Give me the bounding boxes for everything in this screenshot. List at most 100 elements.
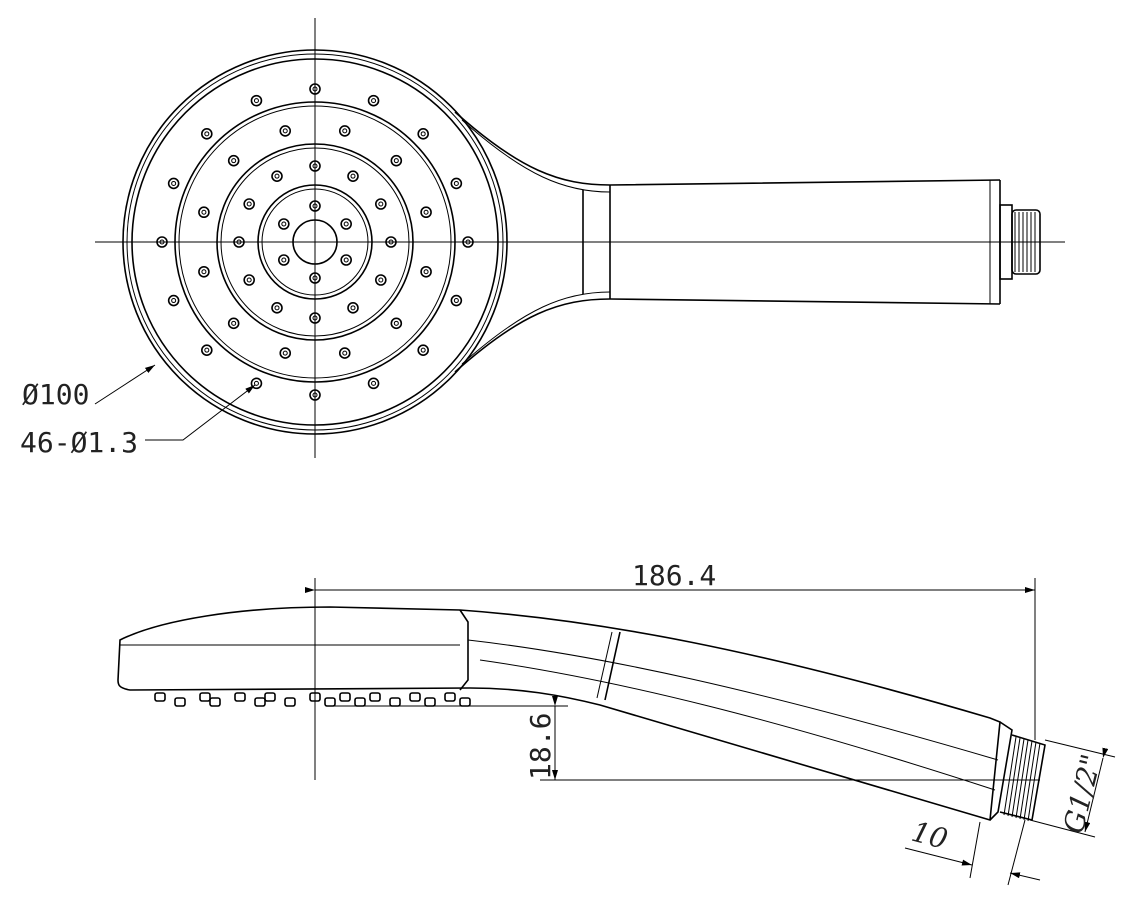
spray-hole-inner: [171, 180, 177, 186]
ext-line-10b: [1007, 819, 1026, 886]
spray-nozzle: [459, 697, 471, 707]
spray-hole-inner: [204, 347, 210, 353]
spray-hole-inner: [312, 392, 318, 398]
spray-hole: [167, 177, 180, 190]
spray-hole: [390, 154, 403, 167]
spray-hole-inner: [378, 201, 384, 207]
handle-side: [117, 606, 1001, 822]
spray-hole-inner: [246, 277, 252, 283]
spray-hole-inner: [423, 269, 429, 275]
holes-leader: [145, 384, 256, 441]
spray-hole-inner: [371, 98, 377, 104]
spray-hole: [198, 265, 210, 278]
thread-connector-side: [989, 721, 1046, 822]
spray-hole-inner: [312, 315, 318, 321]
spray-nozzle: [369, 692, 381, 702]
ext-line-g2: [1029, 819, 1096, 838]
spray-nozzle: [424, 697, 436, 707]
top-view: Ø100 46-Ø1.3: [20, 18, 1065, 459]
thread-line: [1015, 739, 1029, 819]
spray-hole-inner: [312, 163, 318, 169]
spray-hole-inner: [393, 158, 399, 164]
spray-nozzle: [264, 692, 276, 702]
spray-nozzle: [354, 697, 366, 707]
spray-hole-inner: [204, 131, 210, 137]
spray-hole: [347, 302, 359, 314]
spray-hole: [201, 128, 213, 140]
spray-hole: [390, 317, 403, 330]
spray-hole-inner: [201, 209, 207, 215]
spray-hole: [309, 200, 321, 212]
spray-nozzle: [444, 692, 456, 702]
spray-hole-inner: [312, 203, 318, 209]
spray-hole: [198, 206, 210, 219]
thread-line: [1007, 737, 1021, 817]
spray-hole: [279, 125, 292, 137]
spray-hole-inner: [388, 239, 394, 245]
spray-nozzle: [154, 692, 166, 702]
thread-label: G1/2": [1057, 751, 1108, 837]
shower-head-face: [122, 49, 508, 435]
thread-connector-top: [999, 204, 1041, 280]
spray-hole-inner: [393, 320, 399, 326]
spray-hole-inner: [453, 298, 459, 304]
spray-hole: [309, 272, 321, 284]
spray-nozzle: [254, 697, 266, 707]
spray-hole: [340, 218, 352, 230]
diameter-label: Ø100: [22, 378, 89, 411]
spray-hole-inner: [312, 86, 318, 92]
spray-hole-inner: [281, 257, 287, 263]
spray-hole: [227, 154, 240, 167]
spray-hole: [156, 236, 168, 248]
spray-hole: [367, 94, 380, 107]
spray-hole: [271, 170, 283, 182]
spray-nozzle: [174, 697, 186, 707]
spray-hole-inner: [246, 201, 252, 207]
spray-hole: [309, 389, 321, 401]
spray-hole-inner: [236, 239, 242, 245]
spray-hole: [375, 198, 387, 210]
spray-hole-inner: [423, 209, 429, 215]
spray-holes: [156, 83, 474, 401]
spray-hole: [279, 347, 292, 359]
spray-hole: [233, 236, 245, 248]
spray-hole-inner: [171, 298, 177, 304]
spray-hole-inner: [253, 98, 259, 104]
spray-hole: [250, 377, 263, 390]
spray-hole-inner: [253, 380, 259, 386]
spray-nozzle: [309, 692, 321, 702]
spray-nozzle: [199, 692, 211, 702]
spray-hole: [309, 160, 321, 172]
spray-hole: [243, 274, 255, 286]
thread-line: [1003, 736, 1017, 816]
spray-hole: [338, 347, 351, 359]
length-label: 186.4: [632, 559, 716, 592]
spray-hole: [309, 312, 321, 324]
spray-hole-inner: [231, 158, 237, 164]
ext-line-10a: [969, 821, 981, 879]
spray-hole: [347, 170, 359, 182]
thread-length-dimension-line: [904, 847, 973, 866]
spray-hole-inner: [350, 305, 356, 311]
spray-hole: [420, 206, 432, 219]
spray-hole: [227, 317, 240, 330]
spray-hole: [278, 254, 290, 266]
spray-hole-inner: [201, 269, 207, 275]
spray-nozzle: [209, 697, 221, 707]
spray-nozzle: [339, 692, 351, 702]
spray-nozzle: [284, 697, 296, 707]
spray-hole: [271, 302, 283, 314]
spray-hole-inner: [465, 239, 471, 245]
spray-hole: [309, 83, 321, 95]
spray-hole-inner: [282, 350, 288, 356]
handle-top: [454, 111, 1001, 373]
thread-length-label: 10: [908, 815, 951, 856]
thread-line: [1027, 742, 1041, 822]
spray-hole: [243, 198, 255, 210]
spray-hole-inner: [343, 257, 349, 263]
spray-hole-inner: [342, 128, 348, 134]
spray-hole: [462, 236, 474, 248]
spray-hole-inner: [274, 173, 280, 179]
diameter-leader: [94, 364, 156, 405]
